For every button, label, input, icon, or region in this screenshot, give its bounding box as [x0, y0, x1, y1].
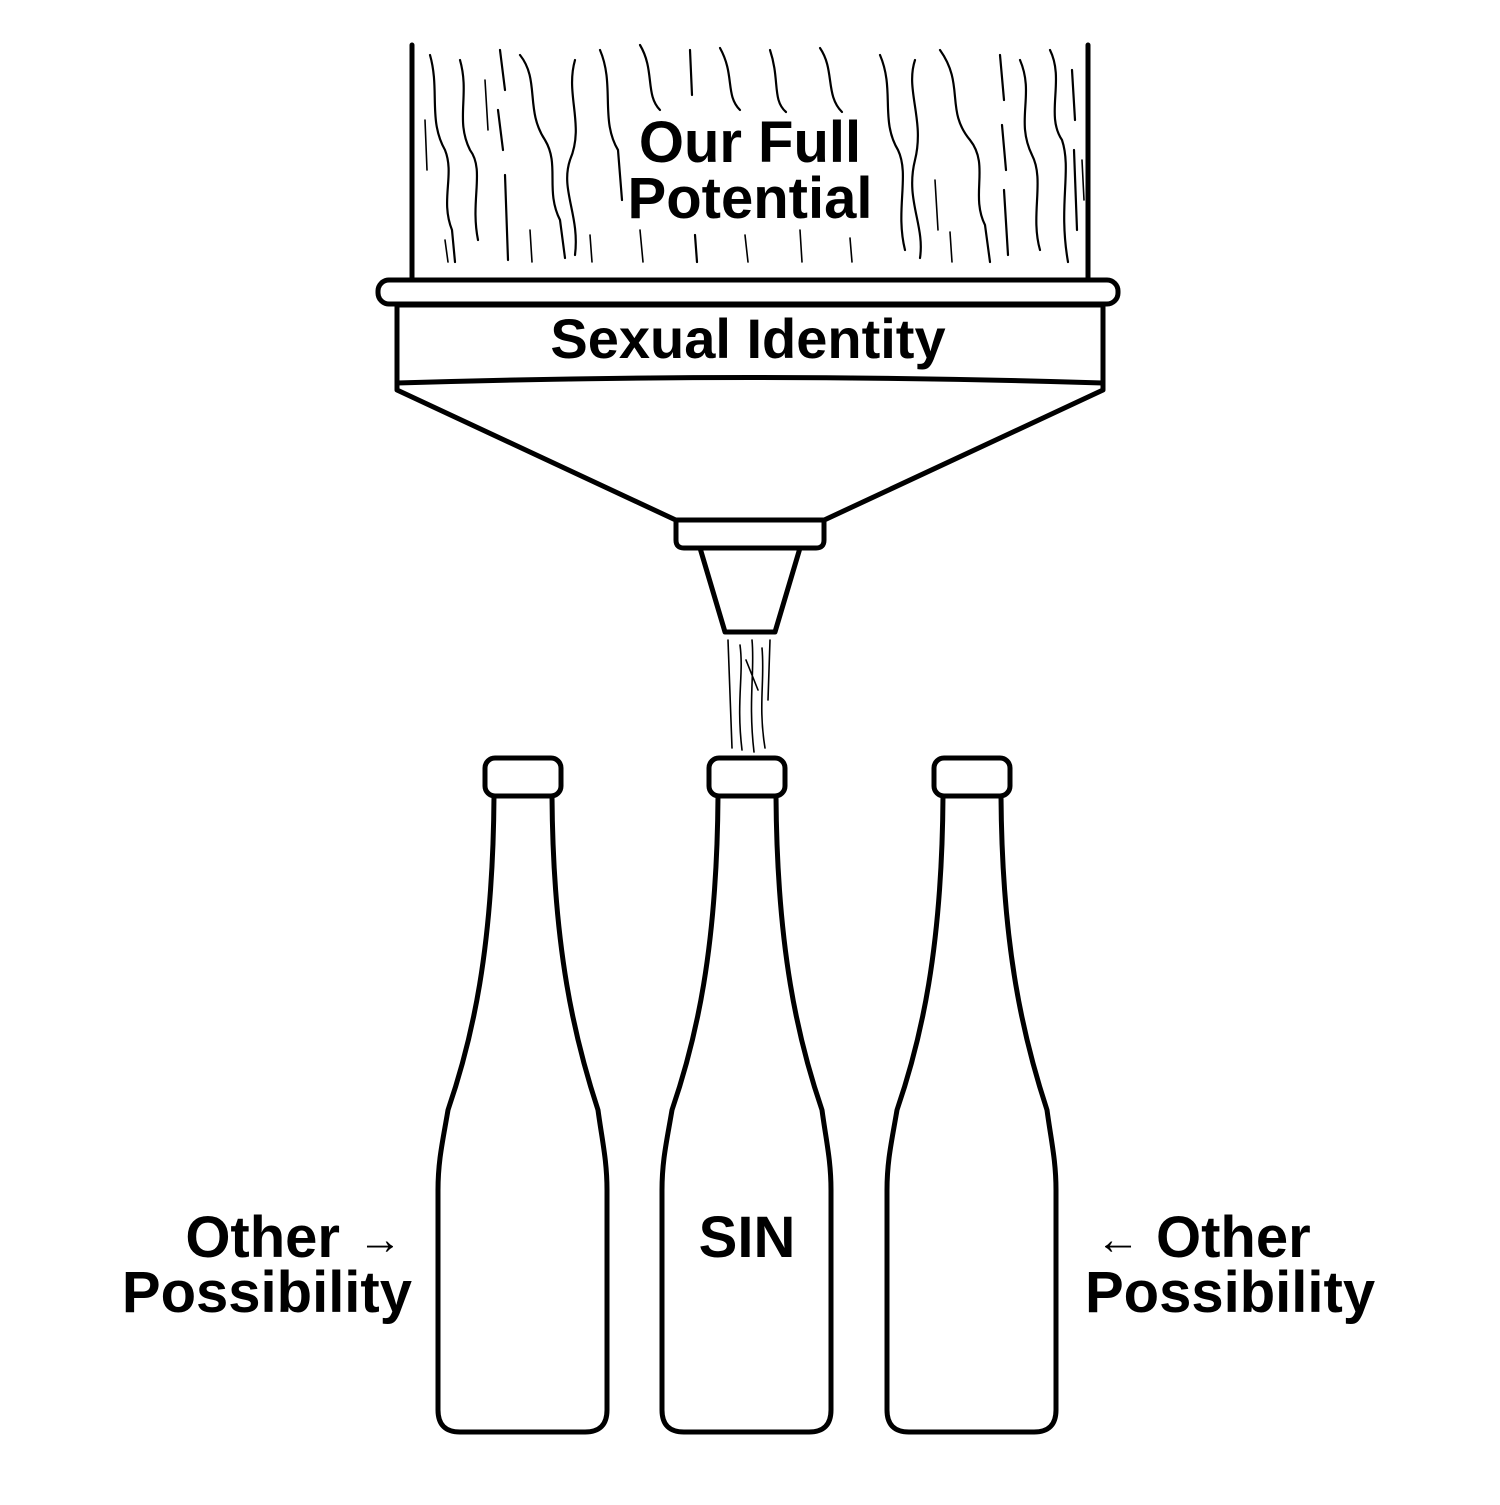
bottle-center: [659, 755, 834, 1435]
stream: [727, 639, 771, 753]
right-label-line-2: Possibility: [1085, 1260, 1375, 1325]
potential-label-line-2: Potential: [628, 166, 873, 231]
left-label-line-1: Other: [185, 1205, 340, 1270]
funnel-neck-collar: [673, 517, 827, 551]
funnel-rim: [375, 277, 1121, 307]
potential-column: Our Full Potential: [409, 42, 1091, 283]
potential-texture: [424, 43, 1085, 264]
left-arrow-icon: →: [358, 1215, 402, 1264]
left-bottle-label: Other → Possibility: [122, 1205, 412, 1325]
bottle-right: [884, 755, 1059, 1435]
bottle-left: [435, 755, 610, 1435]
funnel: Sexual Identity: [375, 277, 1121, 635]
funnel-spout: [697, 545, 803, 635]
potential-label-line-1: Our Full: [639, 110, 861, 175]
right-arrow-icon: ←: [1096, 1215, 1140, 1264]
bottle-center-label: SIN: [699, 1205, 796, 1270]
left-label-line-2: Possibility: [122, 1260, 412, 1325]
right-bottle-label: ← Other Possibility: [1085, 1205, 1375, 1325]
right-label-line-1: Other: [1156, 1205, 1311, 1270]
funnel-label: Sexual Identity: [550, 307, 945, 370]
